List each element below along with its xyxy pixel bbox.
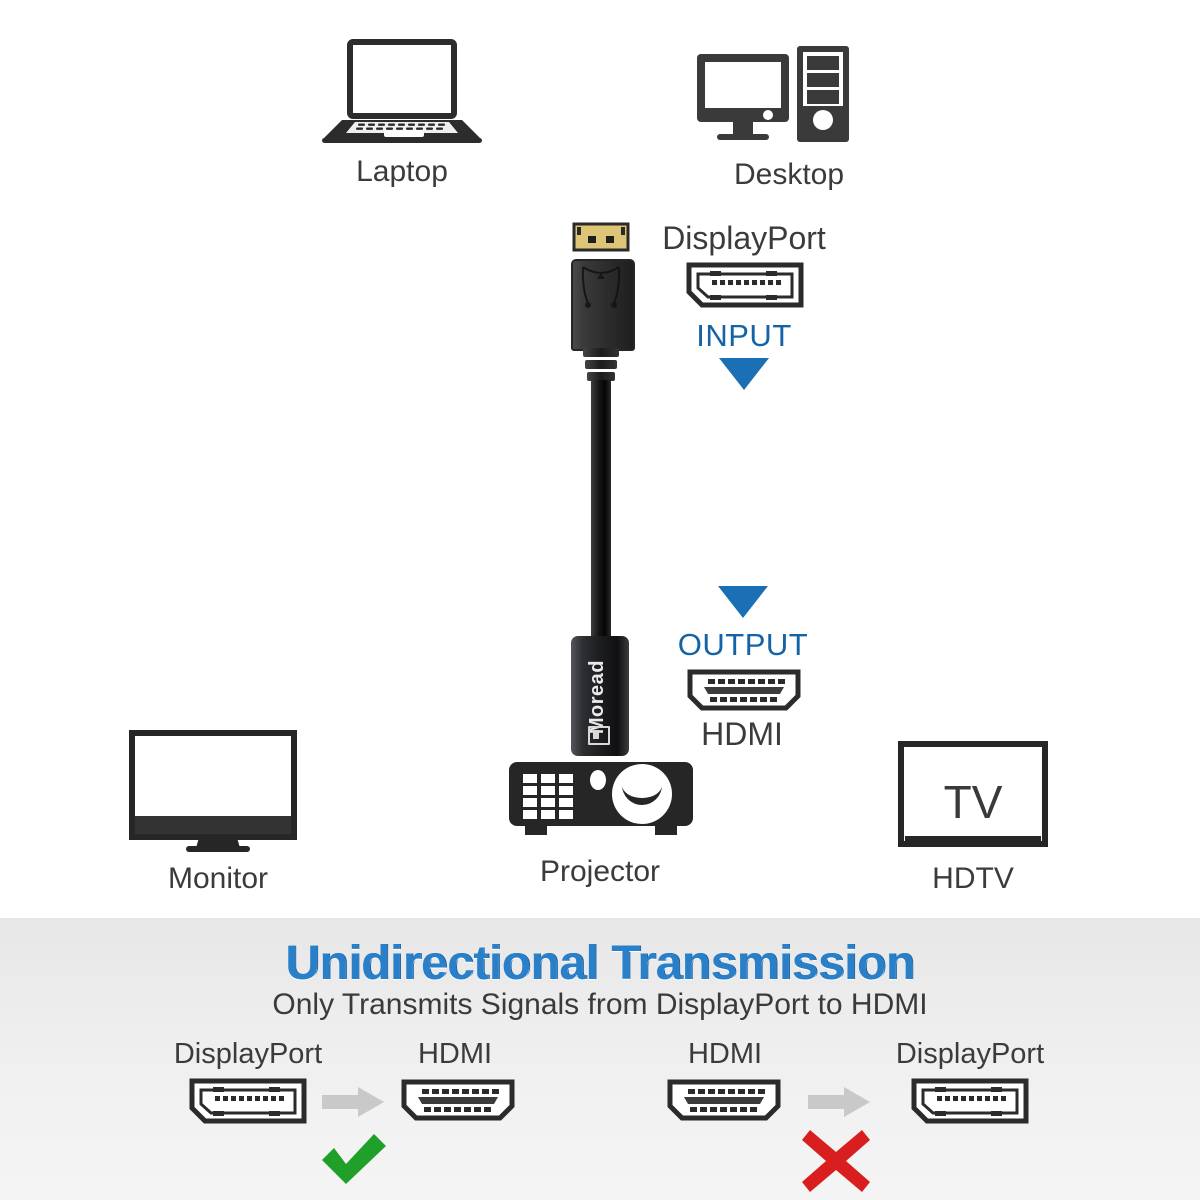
cable-wire (591, 380, 611, 642)
laptop-icon (322, 38, 482, 148)
adapter-indicator-icon (588, 726, 610, 745)
unidirectional-banner (0, 918, 1200, 1200)
laptop-label: Laptop (356, 155, 448, 188)
comparison-1-hdmi-port-icon (400, 1078, 516, 1124)
adapter-body-icon (571, 636, 629, 756)
input-direction-label: INPUT (696, 318, 792, 353)
comparison-1-displayport-port-icon (186, 1078, 310, 1124)
comparison-1-from-label: DisplayPort (173, 1038, 323, 1070)
comparison-1-to-label: HDMI (417, 1038, 493, 1070)
desktop-label: Desktop (733, 158, 845, 191)
desktop-computer-icon (693, 40, 853, 150)
cable-strain-relief-1 (583, 348, 619, 357)
tv-icon (897, 740, 1049, 852)
monitor-label: Monitor (167, 862, 269, 895)
displayport-male-plug-icon (570, 222, 632, 264)
green-check-icon (318, 1130, 390, 1190)
displayport-port-icon (686, 262, 804, 308)
displayport-input-label: DisplayPort (662, 220, 826, 256)
banner-subtitle: Only Transmits Signals from DisplayPort … (272, 988, 928, 1021)
comparison-2-gray-right-arrow-icon (806, 1085, 872, 1119)
hdmi-output-label: HDMI (701, 716, 783, 752)
brand-label: Moread (586, 660, 608, 735)
cable-strain-relief-2 (585, 360, 617, 369)
hdtv-label: HDTV (932, 862, 1014, 895)
tv-screen-text: TV (943, 776, 1003, 828)
blue-down-arrow-icon-input (719, 358, 769, 390)
cable-strain-relief-3 (587, 372, 615, 381)
comparison-2-displayport-port-icon (908, 1078, 1032, 1124)
red-cross-icon (800, 1128, 872, 1194)
comparison-2-from-label: HDMI (687, 1038, 763, 1070)
blue-down-arrow-icon-output (718, 586, 768, 618)
comparison-2-to-label: DisplayPort (895, 1038, 1045, 1070)
projector-label: Projector (539, 855, 661, 888)
hdmi-port-icon (686, 668, 802, 714)
displayport-plug-housing (571, 259, 635, 351)
comparison-1-gray-right-arrow-icon (320, 1085, 386, 1119)
comparison-2-hdmi-port-icon (666, 1078, 782, 1124)
output-direction-label: OUTPUT (677, 627, 809, 662)
projector-icon (505, 758, 697, 844)
monitor-icon (128, 730, 308, 852)
banner-title: Unidirectional Transmission (285, 937, 915, 990)
